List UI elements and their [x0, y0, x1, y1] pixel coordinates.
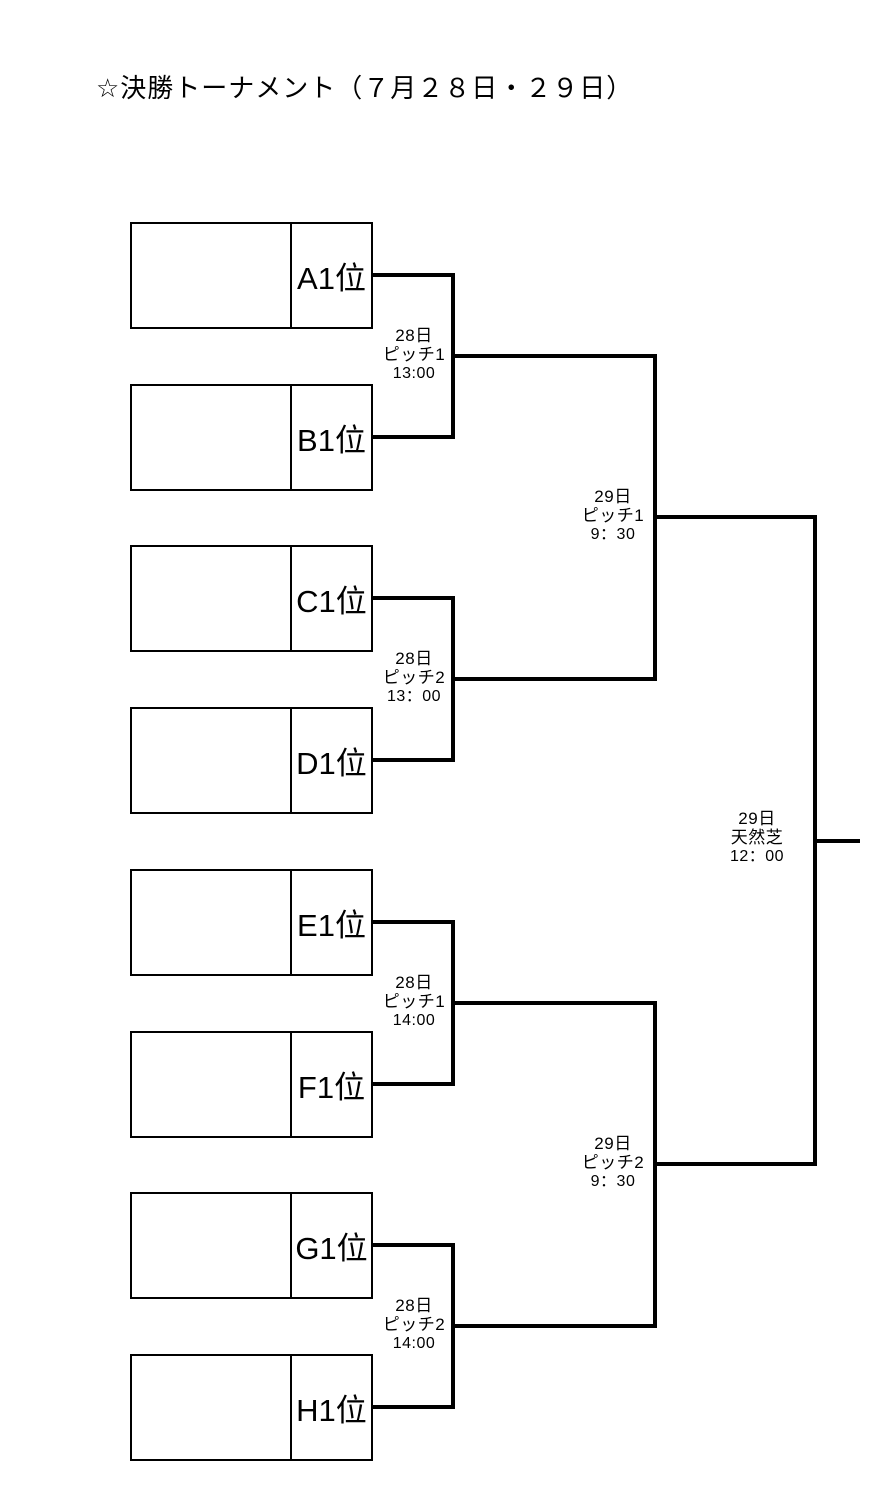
- team-seed-label-a: A1位: [297, 261, 366, 296]
- match-venue: ピッチ1: [581, 506, 645, 525]
- match-info-r1-gh: 28日 ピッチ2 14:00: [372, 1296, 456, 1353]
- bracket-line-sf1-winner: [653, 515, 817, 519]
- match-time: 14:00: [392, 1335, 436, 1352]
- team-name-cell-e: [132, 871, 292, 974]
- team-box-f: F1位: [130, 1031, 373, 1138]
- team-seed-label-h: H1位: [296, 1393, 367, 1428]
- team-name-cell-f: [132, 1033, 292, 1136]
- match-info-r1-ef: 28日 ピッチ1 14:00: [372, 973, 456, 1030]
- bracket-line-a-out: [371, 273, 455, 277]
- page-title: ☆決勝トーナメント（７月２８日・２９日）: [96, 73, 634, 103]
- bracket-line-gh-winner: [451, 1324, 657, 1328]
- match-venue: ピッチ2: [382, 668, 446, 687]
- match-date: 28日: [395, 973, 433, 992]
- bracket-line-ab-winner: [451, 354, 657, 358]
- match-venue: 天然芝: [730, 828, 784, 847]
- match-time: 13:00: [392, 365, 436, 382]
- match-venue: ピッチ2: [581, 1153, 645, 1172]
- match-info-r1-ab: 28日 ピッチ1 13:00: [372, 326, 456, 383]
- match-venue: ピッチ1: [382, 345, 446, 364]
- team-seed-label-f: F1位: [297, 1070, 366, 1105]
- match-time: 12：00: [729, 848, 785, 865]
- team-name-cell-c: [132, 547, 292, 650]
- team-box-c: C1位: [130, 545, 373, 652]
- match-date: 28日: [395, 326, 433, 345]
- match-info-sf1: 29日 ピッチ1 9：30: [571, 487, 655, 544]
- team-box-b: B1位: [130, 384, 373, 491]
- bracket-line-h-out: [371, 1405, 455, 1409]
- match-date: 28日: [395, 1296, 433, 1315]
- team-name-cell-d: [132, 709, 292, 812]
- team-seed-label-c: C1位: [296, 584, 367, 619]
- team-seed-label-b: B1位: [297, 423, 366, 458]
- match-date: 29日: [738, 809, 776, 828]
- team-name-cell-a: [132, 224, 292, 327]
- match-info-sf2: 29日 ピッチ2 9：30: [571, 1134, 655, 1191]
- bracket-line-g-out: [371, 1243, 455, 1247]
- team-box-e: E1位: [130, 869, 373, 976]
- team-box-a: A1位: [130, 222, 373, 329]
- bracket-line-d-out: [371, 758, 455, 762]
- bracket-line-c-out: [371, 596, 455, 600]
- match-date: 29日: [594, 1134, 632, 1153]
- bracket-line-cd-winner: [451, 677, 657, 681]
- bracket-line-ef-winner: [451, 1001, 657, 1005]
- match-date: 28日: [395, 649, 433, 668]
- team-box-g: G1位: [130, 1192, 373, 1299]
- team-seed-label-d: D1位: [296, 746, 367, 781]
- match-info-r1-cd: 28日 ピッチ2 13：00: [372, 649, 456, 706]
- team-seed-label-e: E1位: [297, 908, 366, 943]
- team-box-h: H1位: [130, 1354, 373, 1461]
- bracket-line-b-out: [371, 435, 455, 439]
- team-name-cell-b: [132, 386, 292, 489]
- bracket-line-champion-out: [813, 839, 860, 843]
- match-time: 9：30: [590, 526, 636, 543]
- team-box-d: D1位: [130, 707, 373, 814]
- team-name-cell-g: [132, 1194, 292, 1297]
- match-info-final: 29日 天然芝 12：00: [715, 809, 799, 866]
- match-time: 9：30: [590, 1173, 636, 1190]
- match-venue: ピッチ2: [382, 1315, 446, 1334]
- bracket-line-e-out: [371, 920, 455, 924]
- bracket-line-f-out: [371, 1082, 455, 1086]
- match-venue: ピッチ1: [382, 992, 446, 1011]
- team-name-cell-h: [132, 1356, 292, 1459]
- bracket-line-sf2-winner: [653, 1162, 817, 1166]
- match-time: 13：00: [386, 688, 442, 705]
- match-time: 14:00: [392, 1012, 436, 1029]
- match-date: 29日: [594, 487, 632, 506]
- team-seed-label-g: G1位: [295, 1231, 368, 1266]
